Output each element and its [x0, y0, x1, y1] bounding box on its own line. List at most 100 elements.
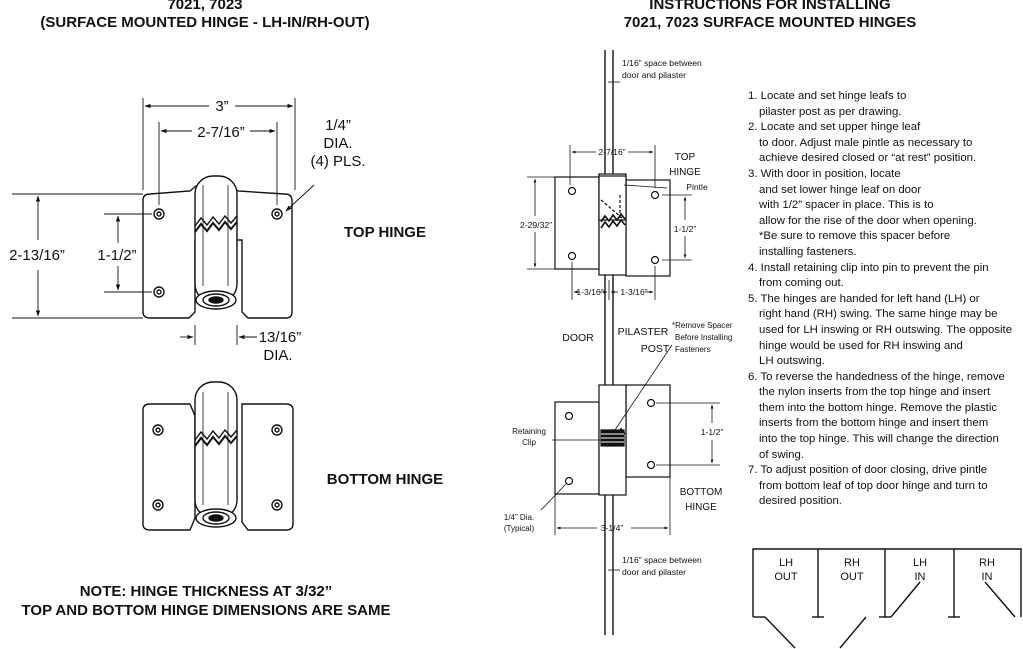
dim-right-vertical-bottom: 1-1/2”	[701, 427, 724, 437]
installation-steps: 1. Locate and set hinge leafs to pilaster…	[748, 89, 1020, 510]
dim-pin-dia-2: DIA.	[263, 347, 292, 364]
step-2-line-3: achieve desired closed or “at rest” posi…	[759, 152, 977, 165]
top-hinge-dimensions	[12, 98, 315, 345]
left-header-line1: 7021, 7023	[167, 0, 243, 13]
step-6-line-3: them into the bottom hinge. Remove the p…	[759, 401, 998, 414]
top-hinge-drawing	[142, 175, 293, 319]
step-5: 5. The hinges are handed for left hand (…	[748, 292, 1020, 370]
step-5-line-5: LH outswing.	[759, 355, 825, 368]
bottom-hinge-label-2: HINGE	[685, 502, 717, 513]
left-header-line2: (SURFACE MOUNTED HINGE - LH-IN/RH-OUT)	[40, 14, 370, 31]
dim-height: 2-13/16”	[9, 247, 65, 264]
step-7-line-2: from bottom leaf of top door hinge and t…	[759, 479, 988, 492]
pilaster-label-2: POST	[641, 343, 670, 355]
install-labels: 1/16” space between door and pilaster 2-…	[504, 58, 733, 577]
pintle-label: Pintle	[686, 182, 708, 192]
step-6-line-1: 6. To reverse the handedness of the hing…	[748, 370, 1005, 383]
retaining-clip-label-2: Clip	[522, 438, 536, 447]
step-7-line-1: 7. To adjust position of door closing, d…	[748, 464, 988, 477]
step-2-line-2: to door. Adjust male pintle as necessary…	[759, 136, 973, 149]
top-hinge-label: TOP HINGE	[344, 224, 426, 241]
dim-hole-span: 2-7/16”	[197, 124, 245, 141]
swing-cell-3-top: LH	[913, 557, 927, 569]
step-4-line-2: from coming out.	[759, 277, 844, 290]
swing-cell-2-bottom: OUT	[840, 571, 864, 583]
step-4: 4. Install retaining clip into pin to pr…	[748, 261, 1020, 292]
step-3-line-4: allow for the rise of the door when open…	[759, 214, 977, 227]
swing-cell-4-top: RH	[979, 557, 995, 569]
dim-hole-dia-1: 1/4”	[325, 117, 351, 134]
dim-width-3in: 3”	[215, 98, 228, 115]
step-6-line-6: of swing.	[759, 448, 804, 461]
note-line1: NOTE: HINGE THICKNESS AT 3/32”	[79, 583, 333, 600]
dim-hole-dia-2: DIA.	[323, 135, 352, 152]
step-5-line-2: right hand (RH) swing. The same hinge ma…	[759, 308, 998, 321]
step-1-line-2: pilaster post as per drawing.	[759, 105, 902, 118]
step-7: 7. To adjust position of door closing, d…	[748, 463, 1020, 510]
dim-left-offset: 1-3/16”	[576, 287, 603, 297]
step-3-line-1: 3. With door in position, locate	[748, 167, 901, 180]
swing-cell-3-bottom: IN	[915, 571, 926, 583]
dim-hole-vertical: 1-1/2”	[97, 247, 136, 264]
swing-table	[752, 548, 1022, 649]
step-3-line-5: *Be sure to remove this spacer before	[759, 230, 951, 243]
bottom-hinge-label-1: BOTTOM	[680, 487, 723, 498]
left-header: 7021, 7023 (SURFACE MOUNTED HINGE - LH-I…	[0, 0, 410, 32]
step-5-line-4: hinge would be used for RH inswing and	[759, 339, 963, 352]
step-5-line-3: used for LH inswing or RH outswing. The …	[759, 323, 1013, 336]
dim-top-width: 2-7/16”	[598, 147, 625, 157]
dim-right-vertical-top: 1-1/2”	[674, 224, 697, 234]
right-header-line1: INSTRUCTIONS FOR INSTALLING	[649, 0, 891, 13]
retaining-clip-label-1: Retaining	[512, 427, 546, 436]
swing-cell-4-bottom: IN	[982, 571, 993, 583]
step-4-line-1: 4. Install retaining clip into pin to pr…	[748, 261, 989, 274]
top-space-note-2: door and pilaster	[622, 70, 686, 80]
dim-bottom-width: 3-1/4”	[601, 523, 624, 533]
thickness-note: NOTE: HINGE THICKNESS AT 3/32” TOP AND B…	[0, 582, 412, 620]
step-7-line-3: desired position.	[759, 495, 842, 508]
door-label: DOOR	[562, 332, 594, 344]
top-hinge-label-2: HINGE	[669, 167, 701, 178]
dia-note-1: 1/4” Dia.	[504, 513, 534, 522]
bottom-space-note-2: door and pilaster	[622, 567, 686, 577]
pilaster-label-1: PILASTER	[618, 326, 669, 338]
dim-hole-dia-3: (4) PLS.	[310, 153, 365, 170]
step-3-line-6: installing fasteners.	[759, 245, 857, 258]
step-6-line-5: into the top hinge. This will change the…	[759, 433, 999, 446]
step-3-line-2: and set lower hinge leaf on door	[759, 183, 922, 196]
step-6: 6. To reverse the handedness of the hing…	[748, 370, 1020, 464]
bottom-hinge-drawing	[142, 381, 294, 531]
step-6-line-4: inserts from the bottom hinge and insert…	[759, 417, 989, 430]
dia-note-2: (Typical)	[504, 524, 535, 533]
swing-cell-1-bottom: OUT	[774, 571, 798, 583]
dim-height-install: 2-29/32”	[520, 220, 552, 230]
spacer-note-3: Fasteners	[675, 345, 711, 354]
bottom-space-note-1: 1/16” space between	[622, 555, 702, 565]
step-2-line-1: 2. Locate and set upper hinge leaf	[748, 121, 921, 134]
spacer-note-1: *Remove Spacer	[672, 321, 733, 330]
pilaster-edge-lines	[604, 50, 614, 635]
dim-right-offset: 1-3/16”	[620, 287, 647, 297]
step-2: 2. Locate and set upper hinge leaf to doo…	[748, 120, 1020, 167]
right-header: INSTRUCTIONS FOR INSTALLING 7021, 7023 S…	[560, 0, 980, 32]
step-6-line-2: the nylon inserts from the top hinge and…	[759, 386, 991, 399]
swing-cell-2-top: RH	[844, 557, 860, 569]
top-hinge-dim-labels: 3” 2-7/16” 1/4” DIA. (4) PLS. 2-13/16” 1…	[9, 98, 443, 488]
step-1-line-1: 1. Locate and set hinge leafs to	[748, 90, 907, 102]
top-space-note-1: 1/16” space between	[622, 58, 702, 68]
install-bottom-hinge	[554, 384, 671, 496]
dim-pin-dia-1: 13/16”	[259, 329, 302, 346]
bottom-hinge-label: BOTTOM HINGE	[327, 471, 443, 488]
install-top-hinge-dims	[527, 81, 692, 300]
swing-table-labels: LH OUT RH OUT LH IN RH IN	[774, 557, 995, 583]
spacer-note-2: Before Installing	[675, 333, 732, 342]
install-top-hinge	[554, 173, 671, 277]
right-header-line2: 7021, 7023 SURFACE MOUNTED HINGES	[623, 14, 917, 31]
install-bottom-hinge-dims	[540, 344, 720, 571]
step-5-line-1: 5. The hinges are handed for left hand (…	[748, 292, 980, 305]
step-3: 3. With door in position, locate and set …	[748, 167, 1020, 261]
step-3-line-3: with 1/2” spacer in place. This is to	[759, 199, 934, 212]
step-1: 1. Locate and set hinge leafs to pilaster…	[748, 89, 1020, 120]
swing-cell-1-top: LH	[779, 557, 793, 569]
